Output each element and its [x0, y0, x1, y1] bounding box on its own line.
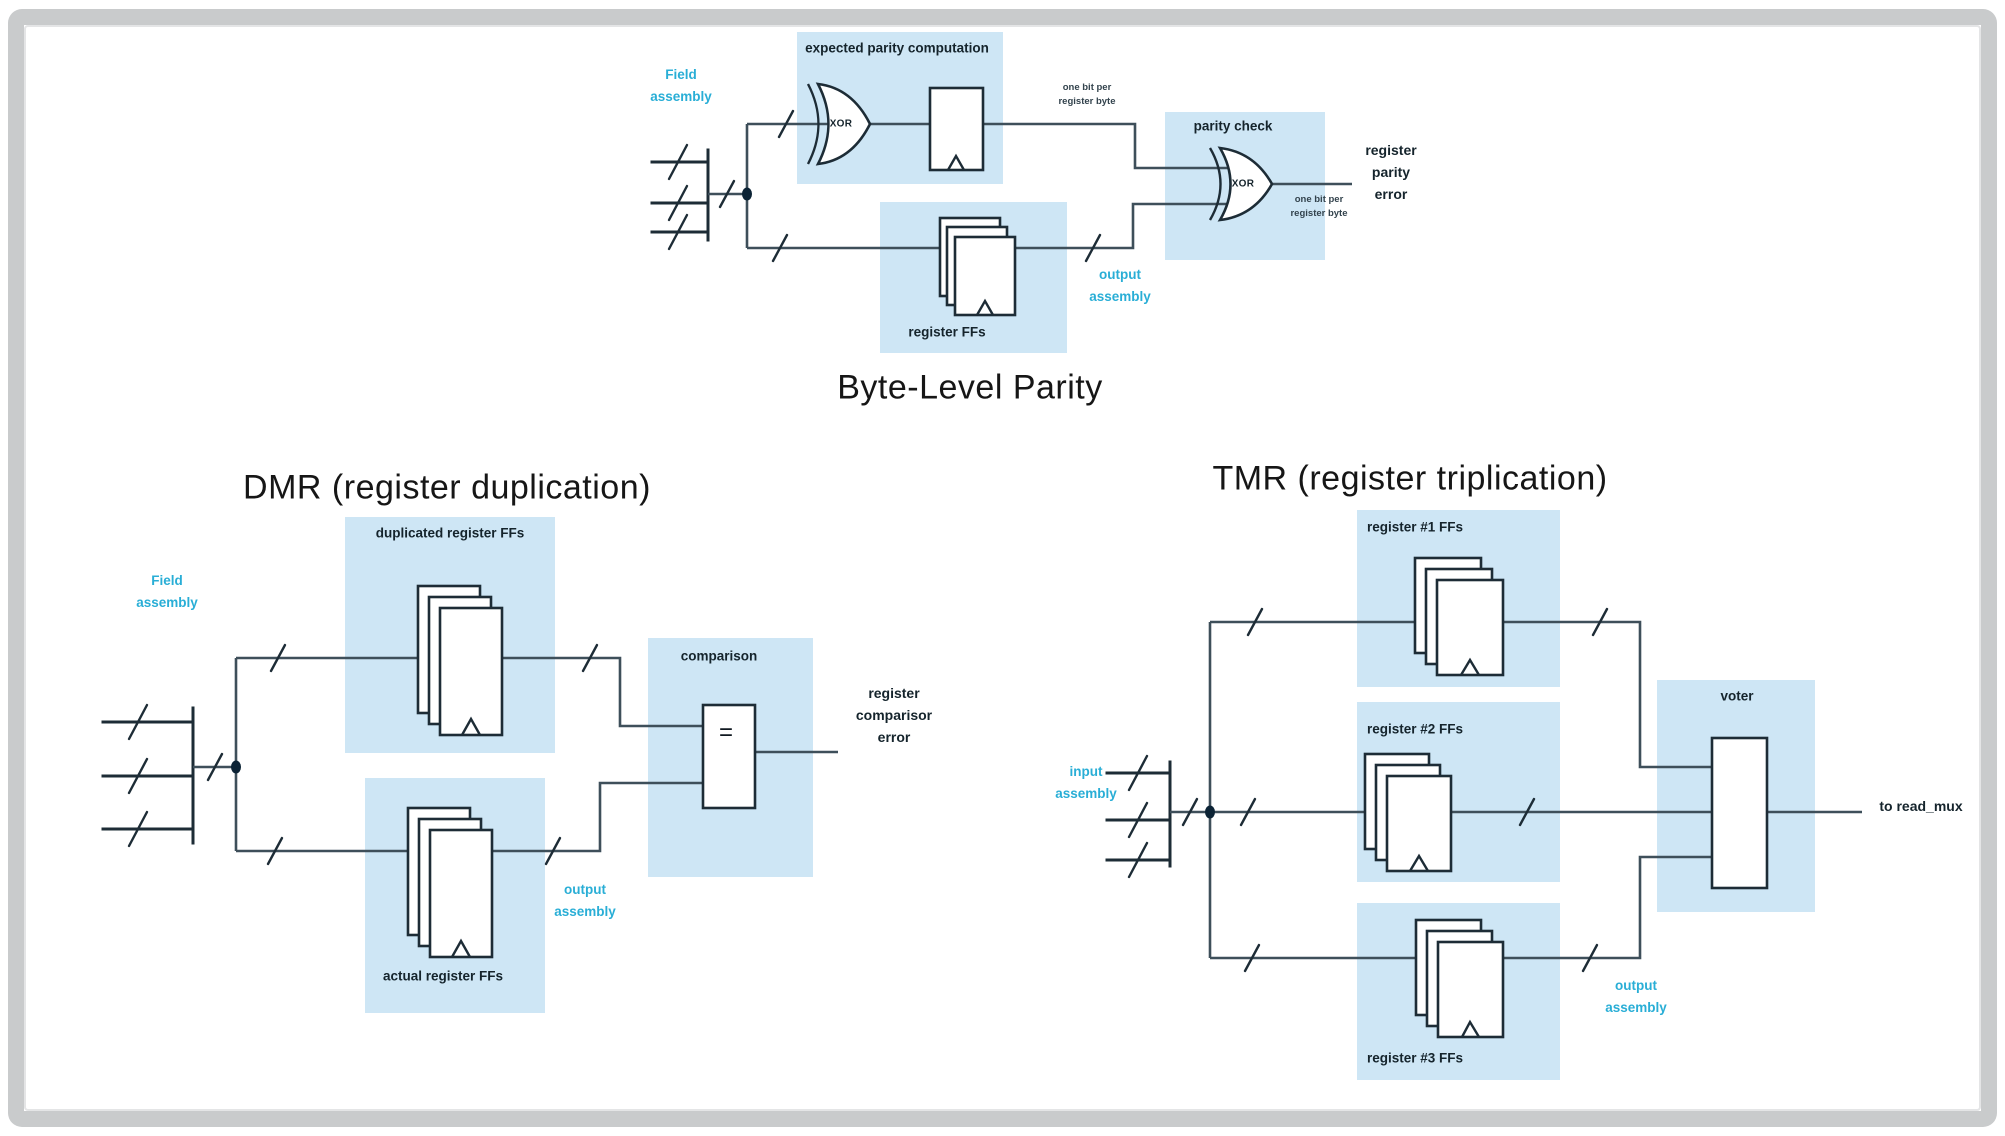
parity-flipflop — [928, 86, 985, 172]
one-bit-per-byte-top-label: one bit per register byte — [1058, 82, 1116, 107]
voter-symbol — [1710, 736, 1769, 890]
dmr-diagram — [101, 517, 838, 1013]
to-read-mux-label: to read_mux — [1879, 798, 1963, 814]
one-bit-per-byte-bottom-label: one bit per register byte — [1290, 194, 1348, 219]
equals-symbol-label: = — [718, 719, 734, 746]
tmr-input-bus — [1105, 754, 1210, 879]
register1-label: register #1 FFs — [1366, 519, 1464, 535]
dmr-title: DMR (register duplication) — [243, 468, 651, 507]
field-assembly-label-parity: Field assembly — [650, 67, 712, 104]
register-parity-error-label: register parity error — [1365, 142, 1417, 202]
input-assembly-label: input assembly — [1055, 764, 1117, 801]
field-assembly-label-dmr: Field assembly — [136, 573, 198, 610]
comparator-symbol — [701, 703, 757, 810]
actual-ffs-label: actual register FFs — [382, 968, 504, 984]
register2-ff-stack — [1363, 752, 1453, 873]
parity-check-box-label: parity check — [1193, 118, 1273, 134]
dmr-input-bus — [101, 703, 236, 848]
tmr-diagram — [1105, 510, 1862, 1080]
register3-ff-stack — [1414, 918, 1505, 1039]
xor-gate-parity-check — [1208, 146, 1274, 222]
register3-label: register #3 FFs — [1366, 1050, 1464, 1066]
register-ffs-label: register FFs — [908, 324, 986, 340]
register1-ff-stack — [1413, 556, 1505, 677]
xor-gate-expected — [806, 82, 872, 166]
actual-ff-stack — [406, 806, 494, 959]
parity-junction-dot — [742, 187, 752, 201]
duplicated-ffs-label: duplicated register FFs — [375, 525, 525, 541]
dmr-junction-dot — [231, 760, 241, 774]
expected-parity-box-label: expected parity computation — [805, 40, 989, 56]
parity-diagram — [650, 32, 1352, 353]
voter-label: voter — [1720, 688, 1754, 704]
xor1-gate-label: XOR — [829, 118, 853, 130]
tmr-title: TMR (register triplication) — [1212, 459, 1608, 498]
output-assembly-label-tmr: output assembly — [1605, 978, 1667, 1015]
output-assembly-label-dmr: output assembly — [554, 882, 616, 919]
duplicated-ff-stack — [416, 584, 504, 737]
tmr-junction-dot — [1205, 805, 1215, 819]
register-ff-stack — [938, 216, 1017, 317]
xor2-gate-label: XOR — [1231, 178, 1255, 190]
output-assembly-label-parity: output assembly — [1089, 267, 1151, 304]
register-comparisor-error-label: register comparisor error — [855, 685, 933, 745]
parity-input-bus — [650, 143, 747, 251]
comparison-label: comparison — [680, 648, 758, 664]
register2-label: register #2 FFs — [1366, 721, 1464, 737]
parity-title: Byte-Level Parity — [837, 368, 1103, 407]
